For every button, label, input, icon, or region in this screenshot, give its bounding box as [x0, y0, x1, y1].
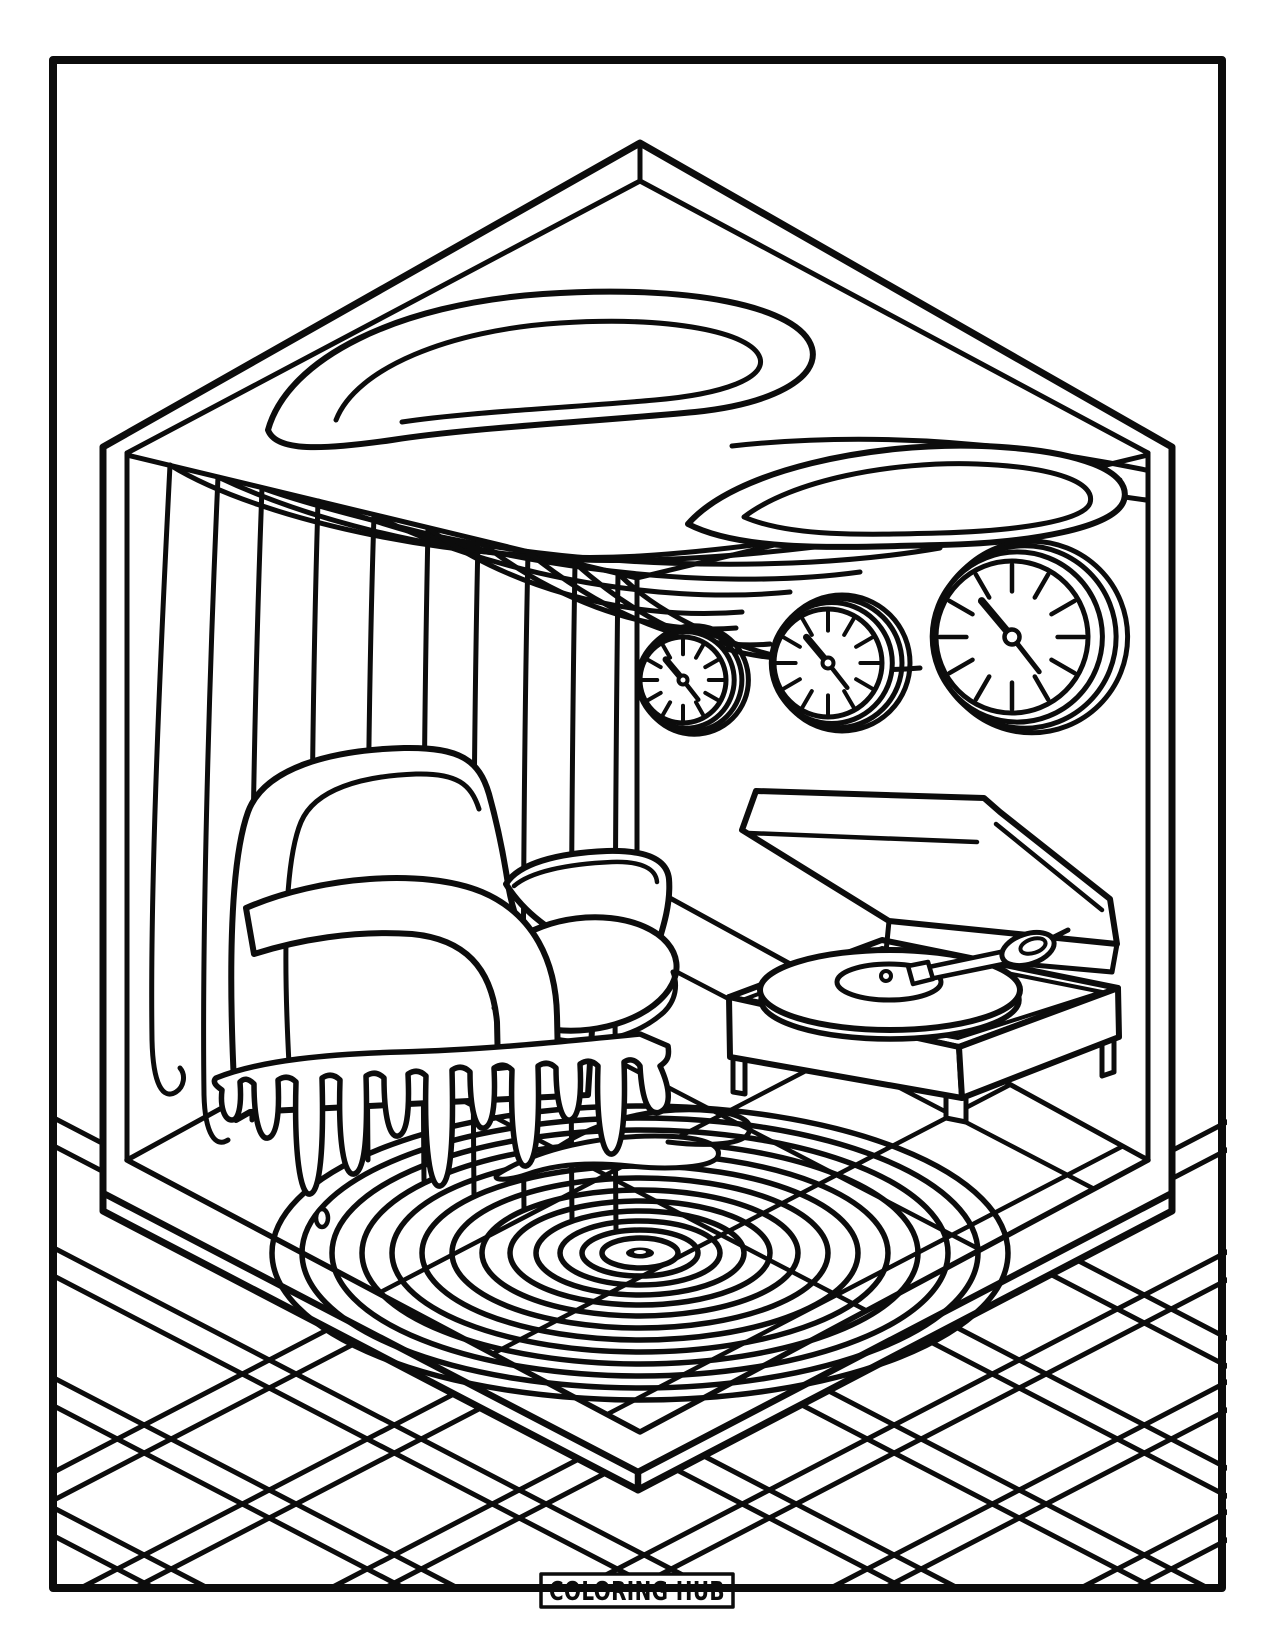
ceiling-flow-line: [259, 485, 943, 567]
melting-drips: [211, 1031, 672, 1197]
ceiling-flow-line: [371, 512, 793, 598]
wall-clock-large: [929, 538, 1131, 736]
record-player: [726, 788, 1122, 1125]
vinyl-record-hole: [879, 969, 893, 983]
tonearm-head: [905, 959, 936, 987]
curtain-stripe: [149, 462, 186, 1097]
clock-ticks: [640, 637, 726, 723]
wall-clock-medium: [768, 592, 913, 734]
melting-armchair: [211, 744, 680, 1230]
clock-ticks: [774, 609, 882, 717]
clock-ticks: [937, 562, 1087, 712]
wavy-ceiling: [167, 288, 1149, 673]
record-player-leg: [730, 1054, 748, 1097]
tonearm-pivot: [999, 929, 1057, 969]
ceiling-loop: [265, 288, 816, 451]
melt-droplet: [313, 1206, 331, 1230]
wall-clock-small: [635, 623, 751, 737]
ceiling-flow-line: [315, 498, 863, 582]
record-player-base-side: [956, 985, 1122, 1101]
ceiling-loop: [685, 442, 1128, 550]
chair-front-arm: [243, 875, 561, 1071]
page-border: [49, 56, 1226, 1592]
wall-clocks: [635, 538, 1131, 737]
record-player-lid: [739, 788, 1120, 947]
curtain-stripe: [201, 474, 231, 1145]
spiral-rug: [269, 1103, 1011, 1403]
